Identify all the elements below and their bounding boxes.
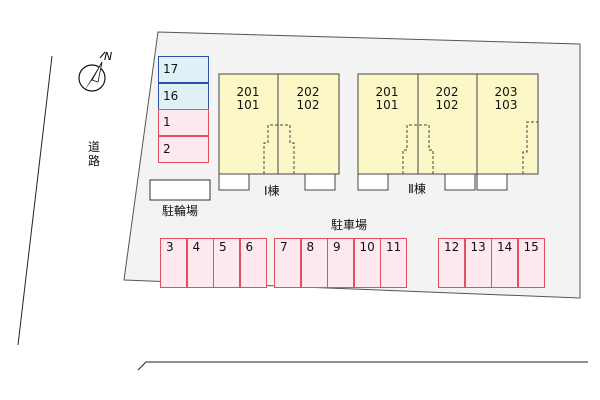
unit-upper-number: 202 xyxy=(435,85,459,99)
side-parking-space: 17 xyxy=(158,56,209,83)
road-label: 道路 xyxy=(88,140,101,168)
parking-space: 15 xyxy=(517,238,545,288)
compass-icon xyxy=(78,51,106,92)
road-edge-bottom xyxy=(137,361,588,371)
building-2 xyxy=(357,73,539,191)
parking-space: 6 xyxy=(239,238,267,288)
building-1-label: Ⅰ棟 xyxy=(264,184,280,198)
parking-space: 13 xyxy=(464,238,492,288)
parking-space: 4 xyxy=(186,238,214,288)
parking-label: 駐車場 xyxy=(331,218,368,232)
side-parking-space: 16 xyxy=(158,82,209,110)
parking-space: 3 xyxy=(160,238,187,288)
bicycle-parking-label: 駐輪場 xyxy=(162,204,199,218)
unit-upper-number: 202 xyxy=(296,85,320,99)
parking-space: 11 xyxy=(380,238,407,288)
side-parking-space: 2 xyxy=(158,135,209,163)
compass-letter: N xyxy=(104,50,112,63)
unit-lower-number: 101 xyxy=(236,98,260,112)
parking-space: 9 xyxy=(327,238,354,288)
side-parking-space: 1 xyxy=(158,109,209,136)
parking-space: 10 xyxy=(353,238,381,288)
building-2-label: Ⅱ棟 xyxy=(408,182,426,196)
road-edge-left xyxy=(17,55,53,346)
parking-space: 12 xyxy=(438,238,465,288)
parking-space: 14 xyxy=(491,238,518,288)
parking-space: 5 xyxy=(213,238,240,288)
unit-lower-number: 102 xyxy=(435,98,459,112)
building-1 xyxy=(218,73,340,191)
unit-lower-number: 102 xyxy=(296,98,320,112)
unit-upper-number: 201 xyxy=(375,85,399,99)
unit-lower-number: 101 xyxy=(375,98,399,112)
unit-upper-number: 201 xyxy=(236,85,260,99)
unit-upper-number: 203 xyxy=(494,85,518,99)
bicycle-parking-area xyxy=(149,179,211,201)
parking-space: 7 xyxy=(274,238,301,288)
parking-space: 8 xyxy=(300,238,328,288)
unit-lower-number: 103 xyxy=(494,98,518,112)
